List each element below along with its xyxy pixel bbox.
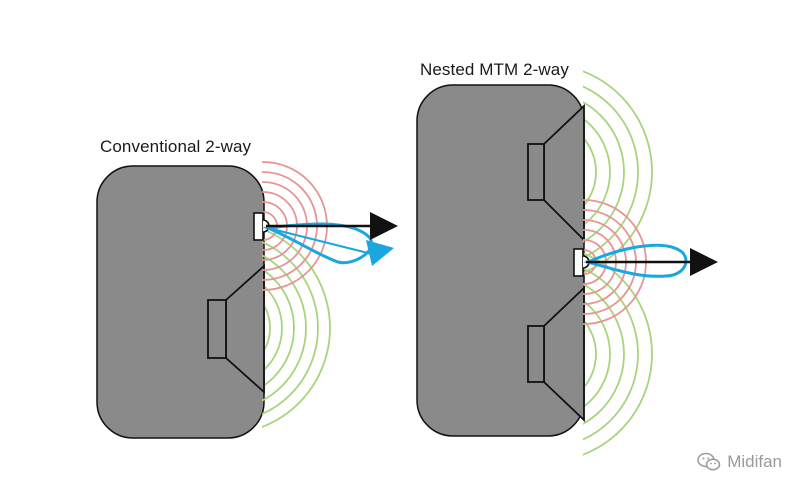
conventional-blue-axis [267, 227, 373, 255]
conventional-axis-arrowhead [370, 212, 398, 240]
lower-woofer [527, 285, 585, 423]
conventional-woofer [207, 263, 265, 395]
conventional-2way-label: Conventional 2-way [100, 137, 252, 156]
nested-axis-arrowhead [690, 248, 718, 276]
lower-woofer-waves [583, 252, 653, 456]
nested-mtm-speaker [416, 70, 718, 456]
nested-dispersion-lobe [583, 243, 688, 278]
conventional-speaker [96, 161, 398, 439]
conventional-blue-arrowhead [366, 240, 394, 266]
nested-mtm-2way-label: Nested MTM 2-way [420, 60, 569, 79]
upper-woofer-waves [583, 70, 653, 274]
watermark-text: Midifan [727, 452, 782, 471]
watermark: Midifan [697, 452, 782, 472]
conventional-woofer-waves [262, 228, 331, 428]
wechat-icon [697, 452, 721, 471]
